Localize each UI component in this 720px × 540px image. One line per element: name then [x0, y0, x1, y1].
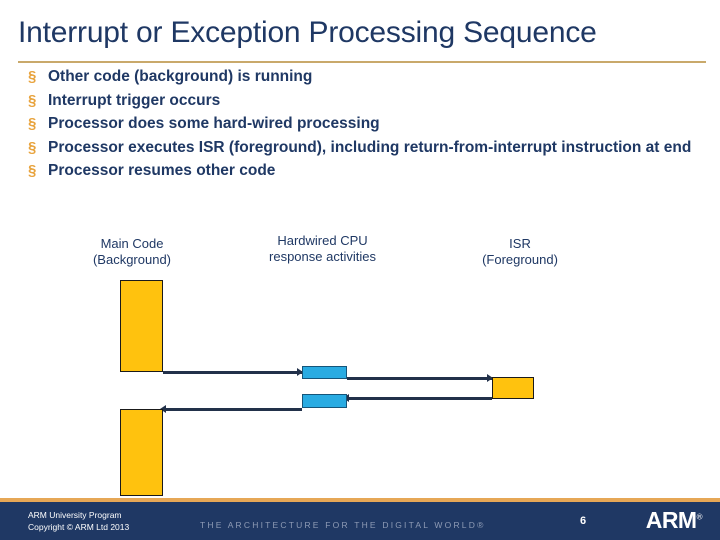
arrowhead-left-icon [160, 405, 166, 413]
hardwired-block-return [302, 394, 347, 408]
list-item: § Processor resumes other code [20, 160, 712, 183]
hardwired-block-entry [302, 366, 347, 379]
bullet-text: Other code (background) is running [48, 68, 313, 85]
diagram-column-header-isr: ISR (Foreground) [450, 236, 590, 268]
registered-mark-icon: ® [696, 512, 703, 522]
title-divider [18, 61, 706, 63]
footer-copyright: ARM University Program Copyright © ARM L… [28, 509, 129, 533]
footer-divider [0, 498, 720, 502]
column-header-line2: response activities [269, 249, 376, 264]
connector-isr-to-hardwired [347, 397, 492, 400]
bullet-text: Processor resumes other code [48, 162, 276, 179]
bullet-text: Processor executes ISR (foreground), inc… [48, 138, 692, 156]
footer-tagline: THE ARCHITECTURE FOR THE DIGITAL WORLD® [200, 520, 486, 530]
diagram-column-header-main-code: Main Code (Background) [62, 236, 202, 268]
list-item: § Processor does some hard-wired process… [20, 113, 712, 136]
list-item: § Interrupt trigger occurs [20, 90, 712, 113]
column-header-line2: (Background) [92, 252, 172, 267]
list-item: § Other code (background) is running [20, 66, 712, 89]
column-header-line1: Main Code [100, 236, 164, 251]
footer-line1: ARM University Program [28, 510, 122, 520]
page-number: 6 [580, 515, 587, 527]
sequence-diagram: Main Code (Background) Hardwired CPU res… [0, 228, 720, 504]
bullet-text: Interrupt trigger occurs [48, 91, 221, 109]
footer: ARM University Program Copyright © ARM L… [0, 502, 720, 540]
main-code-block-after [120, 409, 163, 496]
isr-block [492, 377, 534, 399]
bullet-marker-icon: § [28, 91, 37, 109]
bullet-marker-icon: § [28, 138, 37, 156]
connector-main-to-hardwired [163, 371, 302, 374]
bullet-list: § Other code (background) is running § I… [20, 66, 712, 184]
column-header-line1: Hardwired CPU [277, 233, 368, 248]
connector-hardwired-to-isr [347, 377, 492, 380]
arrowhead-right-icon [487, 374, 493, 382]
bullet-marker-icon: § [28, 162, 37, 179]
footer-line2: Copyright © ARM Ltd 2013 [28, 522, 130, 532]
page-title: Interrupt or Exception Processing Sequen… [18, 16, 597, 49]
list-item: § Processor executes ISR (foreground), i… [20, 137, 712, 160]
column-header-line2: (Foreground) [482, 252, 558, 267]
connector-hardwired-to-main [163, 408, 302, 411]
main-code-block-before [120, 280, 163, 372]
diagram-column-header-hardwired: Hardwired CPU response activities [245, 233, 400, 265]
arm-logo-text: ARM [645, 507, 697, 533]
arm-logo: ARM® [645, 507, 703, 534]
arrowhead-right-icon [297, 368, 303, 376]
bullet-marker-icon: § [28, 115, 37, 132]
bullet-marker-icon: § [28, 68, 37, 85]
column-header-line1: ISR [509, 236, 531, 251]
bullet-text: Processor does some hard-wired processin… [48, 115, 380, 132]
